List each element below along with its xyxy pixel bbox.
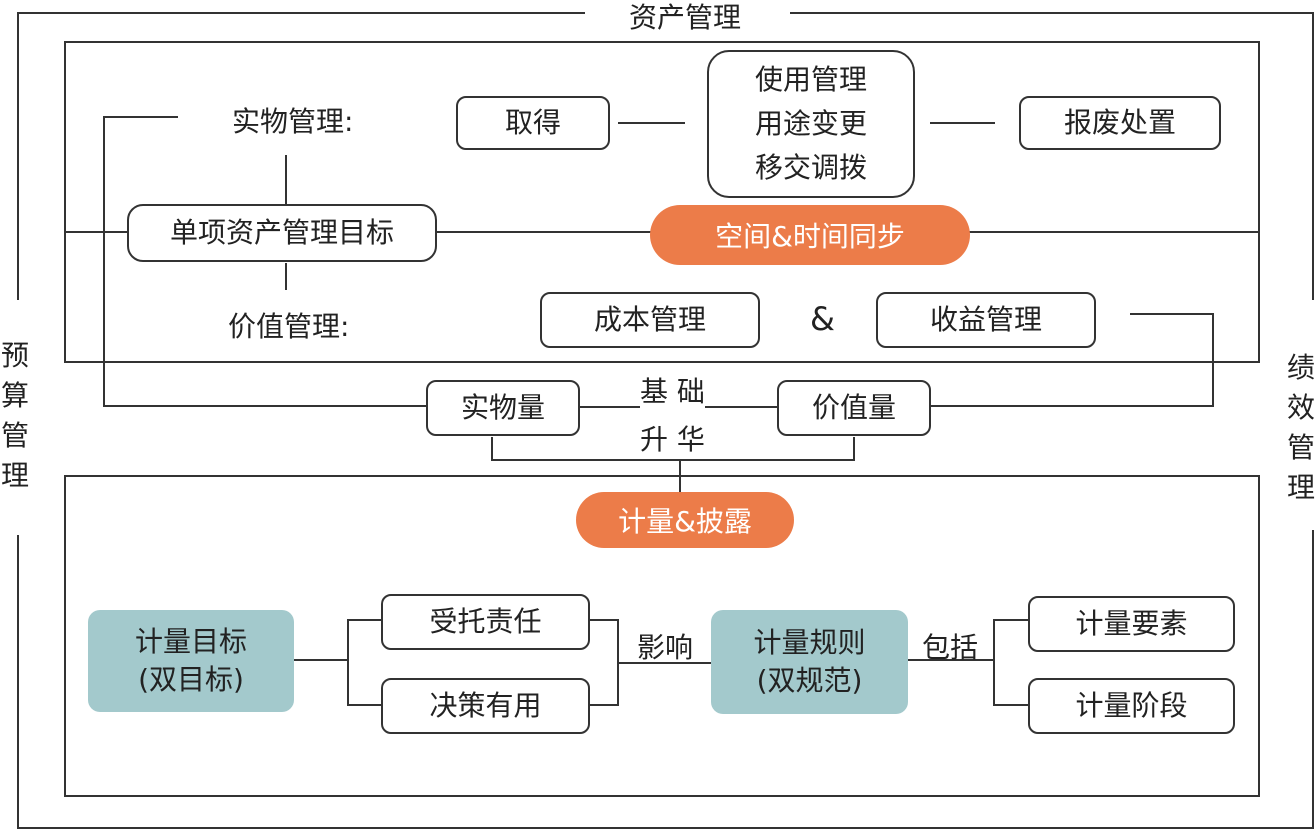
measure-rule-title: 计量规则	[753, 626, 866, 659]
usage-line-1: 使用管理	[754, 63, 867, 96]
asset-management-label: 资产管理	[625, 0, 746, 36]
budget-management-label: 预算管理	[0, 336, 30, 496]
fiduciary-box: 受托责任	[381, 594, 590, 650]
cost-box: 成本管理	[540, 292, 760, 348]
sync-pill: 空间&时间同步	[650, 205, 970, 265]
usage-line-2: 用途变更	[754, 107, 867, 140]
measure-goal-subtitle: (双目标)	[138, 663, 244, 696]
include-label: 包括	[922, 631, 979, 664]
usage-box: 使用管理 用途变更 移交调拨	[707, 50, 915, 198]
acquire-box: 取得	[456, 96, 610, 150]
influence-label: 影响	[637, 631, 694, 664]
disposal-box: 报废处置	[1019, 96, 1221, 150]
usage-line-3: 移交调拨	[754, 151, 867, 184]
measure-stages-box: 计量阶段	[1028, 678, 1235, 734]
single-asset-goal-box: 单项资产管理目标	[127, 204, 437, 262]
physical-quantity-box: 实物量	[426, 380, 580, 436]
measure-rule-box: 计量规则 (双规范)	[711, 610, 908, 714]
sublimation-label: 升 华	[640, 418, 705, 458]
performance-management-label: 绩效管理	[1286, 348, 1316, 508]
measure-rule-subtitle: (双规范)	[756, 664, 863, 697]
foundation-label: 基 础	[640, 370, 705, 410]
outer-frame	[17, 12, 1314, 829]
lower-inner-box	[64, 475, 1260, 797]
measure-elements-box: 计量要素	[1028, 596, 1235, 652]
physical-management-label: 实物管理:	[232, 105, 354, 138]
measure-goal-box: 计量目标 (双目标)	[88, 610, 294, 712]
revenue-to-value-line	[930, 313, 1214, 407]
measure-disclose-pill: 计量&披露	[576, 492, 794, 548]
value-quantity-box: 价值量	[777, 380, 931, 436]
and-symbol: &	[810, 300, 835, 338]
value-management-label: 价值管理:	[228, 310, 350, 343]
revenue-box: 收益管理	[876, 292, 1096, 348]
physical-to-quantity-line	[103, 116, 426, 407]
measure-goal-title: 计量目标	[134, 625, 247, 658]
upper-inner-box	[64, 41, 1260, 363]
decision-box: 决策有用	[381, 678, 590, 734]
